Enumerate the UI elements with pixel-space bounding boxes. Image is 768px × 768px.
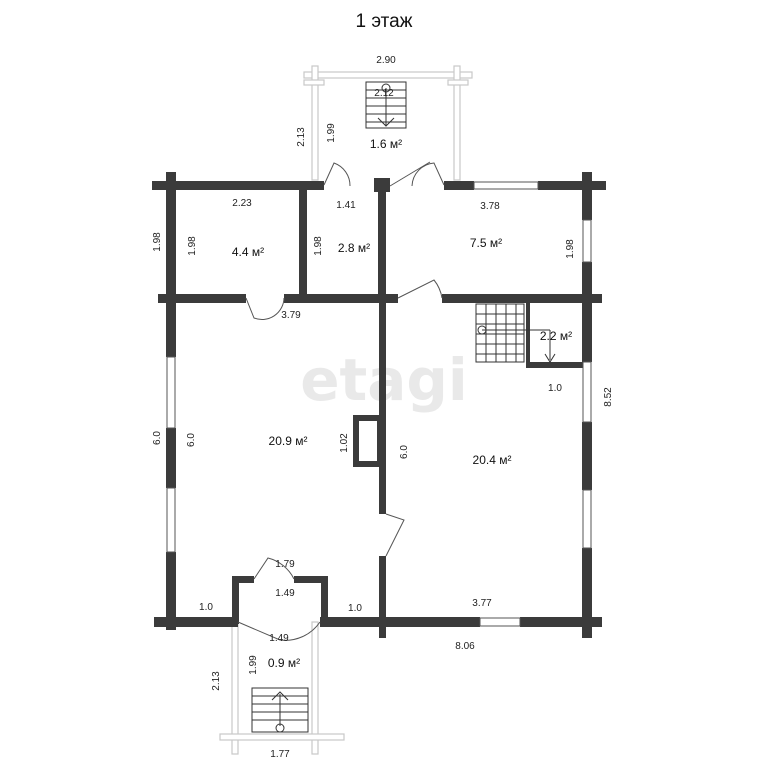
interior-stair (475, 303, 556, 363)
wall-bottom-left (154, 617, 238, 627)
dim-porch-bottom-inner-h: 1.99 (248, 655, 259, 675)
door-leaf (389, 161, 431, 187)
porch-bottom-right-post (311, 621, 319, 755)
wall-right-c (582, 422, 592, 490)
porch-rail-stub (447, 79, 469, 86)
area-room-left: 20.9 м² (269, 434, 308, 448)
dim-top-mid-h: 1.98 (313, 236, 324, 256)
dimensions: 2.90 2.12 2.13 1.99 2.23 1.41 3.78 1.98 … (152, 55, 614, 760)
wall-right-d (582, 548, 592, 638)
vestibule-left (232, 576, 239, 624)
stair-room-bottom (526, 362, 586, 368)
window-bottom (479, 617, 521, 627)
dim-porch-top-stair: 2.12 (374, 88, 394, 99)
dim-niche-h: 1.02 (339, 433, 350, 453)
windows (166, 181, 592, 627)
wall-mid-center (284, 294, 398, 303)
bottom-porch (219, 621, 345, 755)
wall-inner-b (378, 190, 386, 300)
wall-top-left (152, 181, 324, 190)
dim-stair-width: 1.0 (548, 383, 562, 394)
wall-top-right-a (444, 181, 474, 190)
window-right-mid (582, 361, 592, 423)
vestibule-top-b (294, 576, 328, 583)
walls (152, 172, 606, 638)
area-room-top-mid: 2.8 м² (338, 241, 370, 255)
vestibule-right (321, 576, 328, 624)
window-right-top (582, 219, 592, 263)
dim-porch-bottom-width: 1.77 (270, 749, 290, 760)
dim-porch-top-width: 2.90 (376, 55, 396, 66)
porch-top-right-post (453, 65, 461, 181)
dim-top-left-h: 1.98 (187, 236, 198, 256)
porch-top-rail (303, 71, 473, 79)
door-entry-left (323, 162, 351, 187)
area-porch-bottom: 0.9 м² (268, 656, 300, 670)
wall-corner (582, 172, 592, 198)
wall-right-b (582, 262, 592, 362)
dim-vestibule-inner: 1.49 (275, 588, 295, 599)
dim-porch-top-inner-h: 1.99 (326, 123, 337, 143)
dim-right-outer-h: 8.52 (603, 387, 614, 407)
dim-vestibule-door: 1.49 (269, 633, 289, 644)
area-stair-room: 2.2 м² (540, 329, 572, 343)
door-front (237, 621, 321, 641)
porch-bottom-steps (251, 687, 309, 733)
floor-title: 1 этаж (356, 11, 413, 32)
doors (237, 161, 445, 641)
door-center (385, 513, 405, 557)
dim-total-width: 8.06 (455, 641, 475, 652)
area-room-right: 20.4 м² (473, 453, 512, 467)
wall-left-upper (166, 181, 176, 357)
dim-porch-top-outer-h: 2.13 (296, 127, 307, 147)
window-left-upper (166, 356, 176, 429)
wall-center (379, 300, 386, 514)
wall-inner-a (299, 190, 307, 300)
door-left-room (245, 297, 285, 321)
dim-bottom-right: 3.77 (472, 598, 492, 609)
dim-outer-left-h: 6.0 (152, 431, 163, 445)
wall-mid-left (158, 294, 246, 303)
area-room-top-left: 4.4 м² (232, 245, 264, 259)
vestibule-top-a (232, 576, 254, 583)
dim-left-room-h: 6.0 (186, 433, 197, 447)
door-right-room (397, 279, 443, 299)
wall-bottom-mid (320, 617, 480, 627)
dim-bottom-left: 1.0 (199, 602, 213, 613)
wall-mid-right (442, 294, 602, 303)
dim-right-room-h: 6.0 (399, 445, 410, 459)
stair-room-left (526, 300, 530, 366)
dim-bottom-mid: 1.0 (348, 603, 362, 614)
porch-bottom-rail (219, 733, 345, 741)
wall-left-lower (166, 552, 176, 630)
door-vestibule (253, 557, 295, 580)
door-entry-right (411, 162, 445, 187)
area-porch-top: 1.6 м² (370, 137, 402, 151)
top-porch (303, 65, 473, 181)
wall-left-mid (166, 428, 176, 488)
porch-top-steps (365, 81, 407, 129)
dim-outer-left-top-h: 1.98 (152, 232, 163, 252)
window-left-lower (166, 487, 176, 553)
wall-center-low (379, 556, 386, 638)
wall-post (374, 178, 390, 192)
dim-top-left-width: 2.23 (232, 198, 252, 209)
wall-bottom-right (520, 617, 602, 627)
porch-top-left-post (311, 65, 319, 181)
dim-mid-wall: 3.79 (281, 310, 301, 321)
niche (353, 415, 383, 467)
dim-porch-bottom-outer-h: 2.13 (211, 671, 222, 691)
window-top-right (473, 181, 539, 190)
wall-top-right-b (538, 181, 606, 190)
dim-vestibule-top: 1.79 (275, 559, 295, 570)
area-room-top-right: 7.5 м² (470, 236, 502, 250)
porch-rail-stub (303, 79, 325, 86)
window-right-low (582, 489, 592, 549)
dim-top-right-width: 3.78 (480, 201, 500, 212)
wall-right-a (582, 190, 592, 220)
dim-top-right-h: 1.98 (565, 239, 576, 259)
dim-top-mid-width: 1.41 (336, 200, 356, 211)
